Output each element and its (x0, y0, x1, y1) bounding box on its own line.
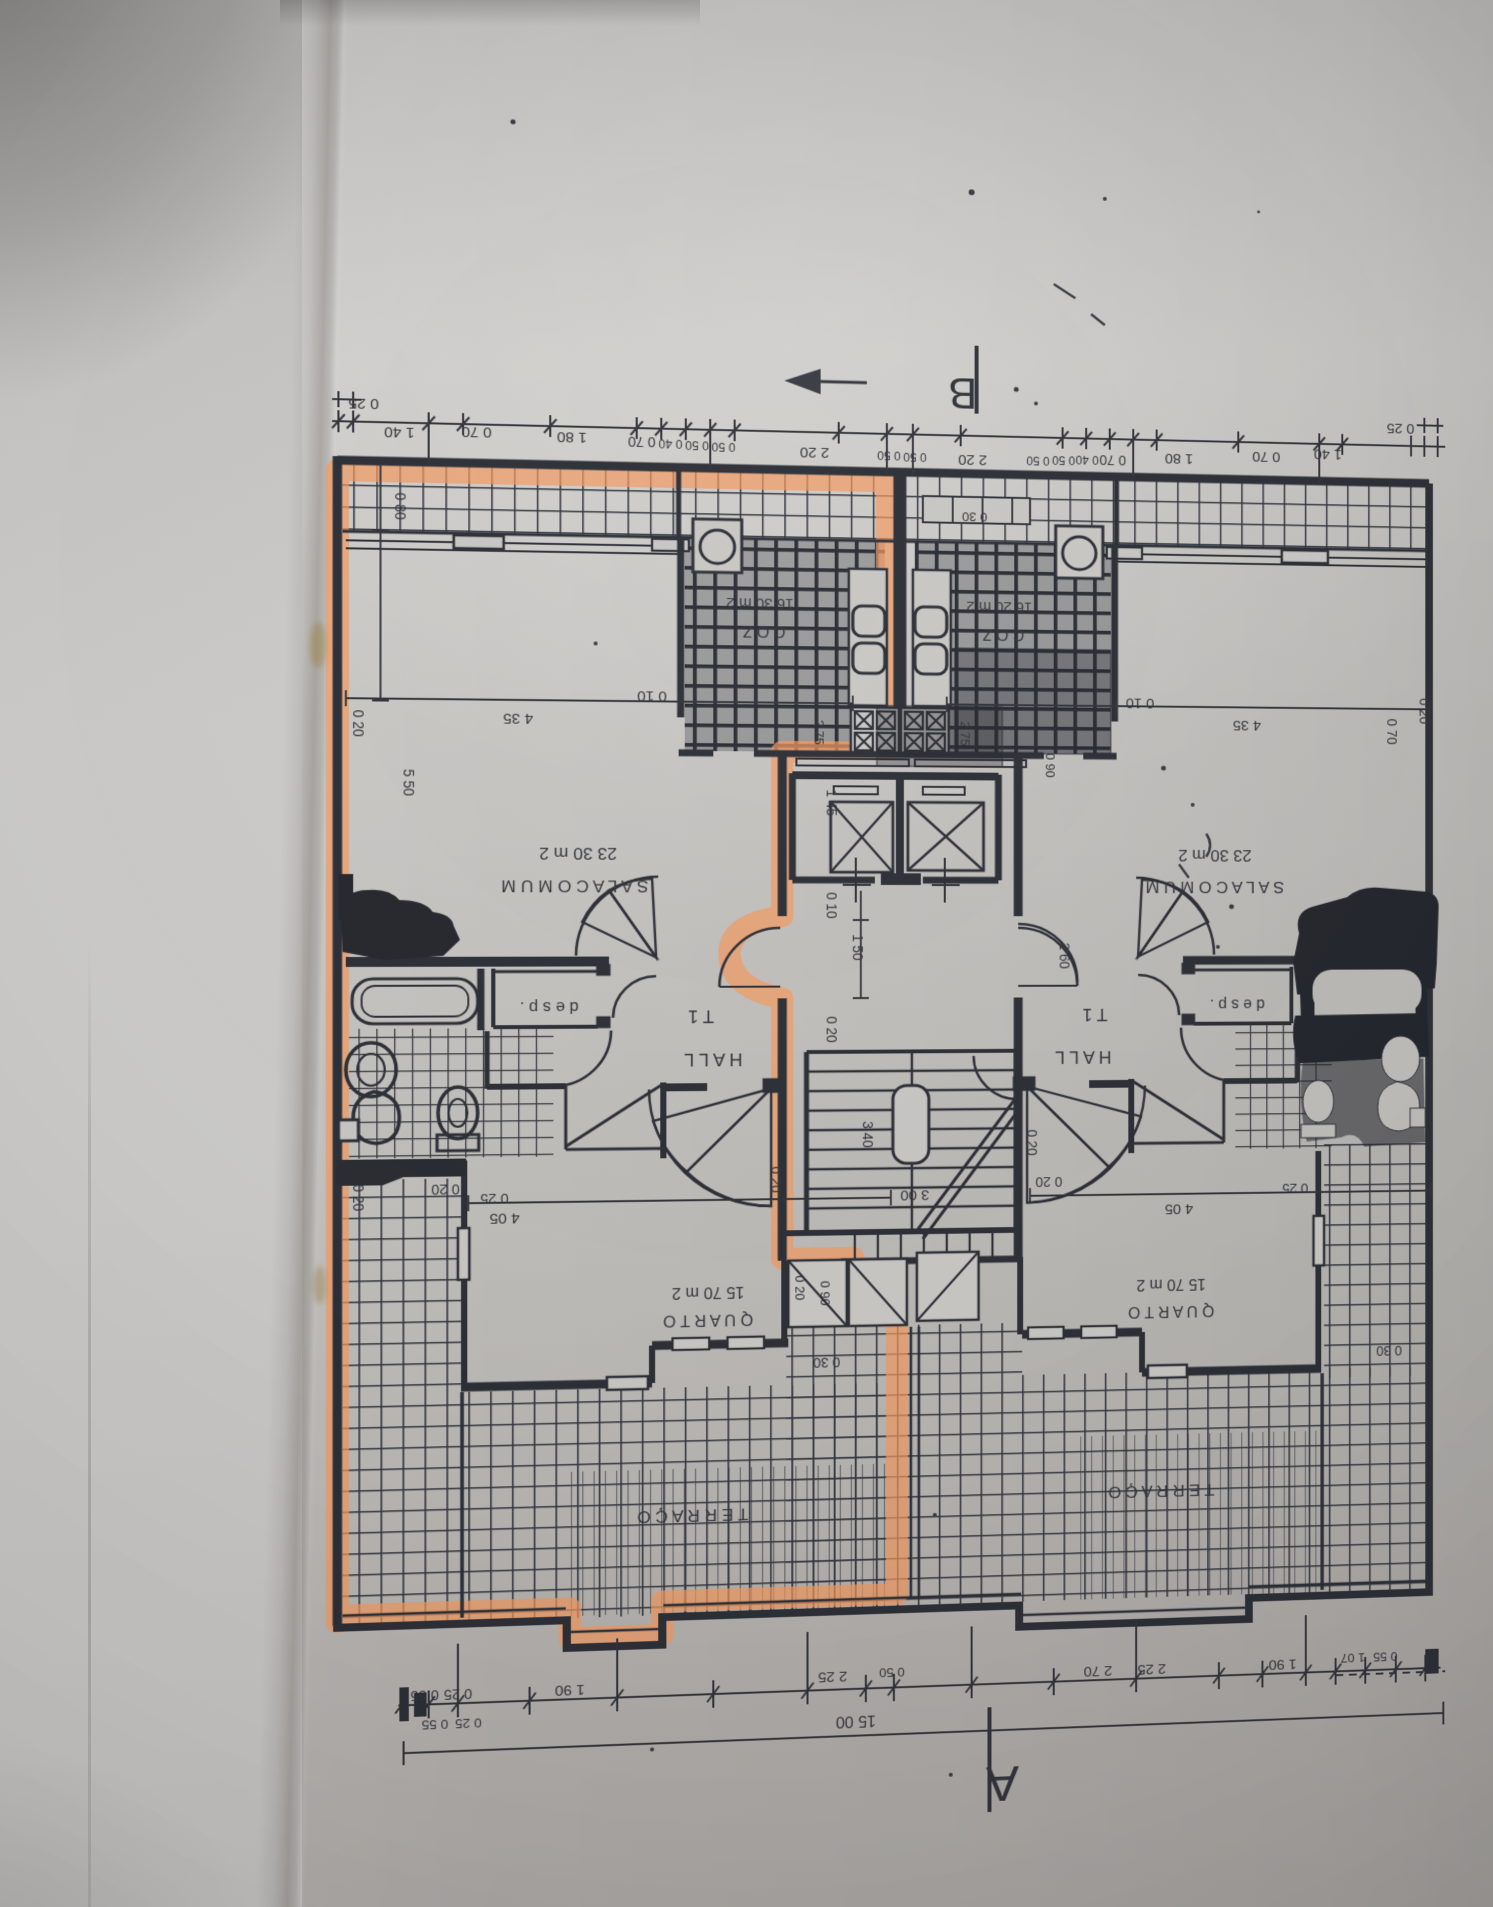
svg-text:0 80: 0 80 (391, 493, 407, 520)
svg-text:0 50: 0 50 (1026, 454, 1049, 467)
svg-text:0 20: 0 20 (1416, 698, 1430, 724)
svg-text:2 75: 2 75 (812, 720, 826, 745)
svg-text:2 20: 2 20 (958, 451, 987, 467)
svg-text:H A L L: H A L L (1055, 1047, 1111, 1067)
svg-text:3 40: 3 40 (859, 1121, 874, 1148)
svg-text:1 45: 1 45 (823, 789, 838, 816)
svg-text:0 40: 0 40 (659, 437, 683, 451)
svg-text:0 50: 0 50 (903, 450, 926, 463)
svg-text:A: A (985, 1755, 1019, 1811)
svg-text:23 30 m 2: 23 30 m 2 (1178, 846, 1251, 864)
svg-text:0 20: 0 20 (1023, 1129, 1038, 1156)
svg-text:T E R R A Ç O: T E R R A Ç O (637, 1505, 748, 1527)
svg-text:0 25: 0 25 (444, 1685, 472, 1701)
svg-text:0 20: 0 20 (1035, 1173, 1062, 1188)
svg-text:1 90: 1 90 (555, 1681, 585, 1698)
svg-text:Q U A R T O: Q U A R T O (1128, 1302, 1214, 1321)
svg-text:d e s p .: d e s p . (1210, 996, 1265, 1014)
svg-text:16 30 m 2: 16 30 m 2 (726, 594, 794, 611)
svg-text:1 50: 1 50 (849, 934, 864, 961)
svg-text:15 70 m 2: 15 70 m 2 (1137, 1275, 1206, 1294)
svg-text:0 55: 0 55 (1373, 1649, 1397, 1663)
svg-text:2 25: 2 25 (818, 1668, 848, 1685)
svg-text:0 90: 0 90 (818, 1281, 832, 1306)
svg-text:0 70: 0 70 (1252, 448, 1280, 464)
svg-text:2 70: 2 70 (1083, 1662, 1112, 1679)
svg-text:1 40: 1 40 (384, 423, 415, 440)
svg-text:0 20: 0 20 (349, 710, 365, 737)
svg-text:1 80: 1 80 (557, 428, 587, 445)
svg-text:0 50: 0 50 (712, 440, 736, 454)
svg-text:1 80: 1 80 (1165, 450, 1194, 466)
svg-text:T 1: T 1 (688, 1006, 714, 1026)
svg-text:0 70: 0 70 (461, 423, 492, 440)
svg-text:B: B (948, 369, 977, 418)
svg-text:2 60: 2 60 (1056, 943, 1071, 969)
svg-text:0 10: 0 10 (1126, 695, 1155, 711)
svg-text:0 10: 0 10 (637, 688, 667, 704)
svg-text:0 30: 0 30 (1376, 1342, 1402, 1357)
svg-text:C O Z: C O Z (982, 625, 1024, 643)
svg-text:5 50: 5 50 (400, 769, 416, 796)
svg-text:15 70 m 2: 15 70 m 2 (672, 1283, 744, 1302)
svg-text:H A L L: H A L L (684, 1049, 742, 1069)
svg-text:0 30: 0 30 (813, 1354, 840, 1369)
svg-text:0 50: 0 50 (877, 448, 900, 461)
svg-text:0 25: 0 25 (480, 1190, 508, 1205)
svg-text:0 70: 0 70 (1099, 452, 1126, 467)
svg-text:2 25: 2 25 (1137, 1660, 1166, 1677)
svg-text:15 00: 15 00 (836, 1712, 876, 1731)
svg-text:0 70: 0 70 (628, 433, 656, 449)
svg-text:1 40: 1 40 (1314, 446, 1342, 462)
svg-text:0 50: 0 50 (685, 438, 709, 452)
svg-text:1 07: 1 07 (1341, 1650, 1365, 1664)
svg-text:4 05: 4 05 (489, 1210, 519, 1226)
svg-text:0 20: 0 20 (823, 1016, 838, 1043)
svg-text:23 30 m 2: 23 30 m 2 (539, 844, 617, 863)
svg-text:0 90: 0 90 (1043, 753, 1057, 778)
svg-text:4 05: 4 05 (1165, 1201, 1194, 1217)
svg-text:0 20: 0 20 (349, 1184, 365, 1211)
svg-text:Q U A R T O: Q U A R T O (663, 1310, 753, 1329)
svg-text:0 25: 0 25 (455, 1716, 482, 1731)
svg-text:0 50: 0 50 (879, 1665, 905, 1680)
svg-text:0 25: 0 25 (1282, 1180, 1308, 1195)
svg-text:S A L A C O M U M: S A L A C O M U M (501, 877, 648, 896)
svg-text:T E R R A Ç O: T E R R A Ç O (1108, 1480, 1215, 1501)
svg-text:0 30: 0 30 (962, 510, 987, 524)
svg-text:0 20: 0 20 (767, 1166, 782, 1193)
svg-text:4 35: 4 35 (1233, 717, 1261, 733)
svg-text:0 50: 0 50 (1052, 453, 1075, 466)
svg-text:0 55: 0 55 (421, 1717, 448, 1732)
svg-text:2 75: 2 75 (958, 721, 972, 746)
svg-text:S A L A C O M U M: S A L A C O M U M (1146, 878, 1285, 896)
svg-text:2 20: 2 20 (800, 444, 830, 460)
svg-text:0 25: 0 25 (1386, 420, 1414, 436)
svg-text:0 10: 0 10 (823, 892, 838, 919)
svg-text:16 20 m 2: 16 20 m 2 (966, 598, 1032, 615)
svg-text:T 1: T 1 (1082, 1004, 1107, 1023)
svg-text:0 70: 0 70 (1384, 719, 1398, 745)
svg-text:3 00: 3 00 (900, 1187, 929, 1203)
svg-text:d e s p .: d e s p . (520, 998, 579, 1016)
svg-text:4 35: 4 35 (503, 710, 533, 726)
svg-text:0 20: 0 20 (431, 1181, 459, 1196)
svg-text:0 20: 0 20 (793, 1275, 807, 1300)
svg-text:0 25: 0 25 (348, 395, 379, 412)
svg-text:0 55: 0 55 (410, 1686, 438, 1702)
svg-text:1 90: 1 90 (1268, 1656, 1296, 1672)
svg-text:C O Z: C O Z (742, 622, 785, 640)
svg-text:0 40: 0 40 (1076, 453, 1099, 466)
